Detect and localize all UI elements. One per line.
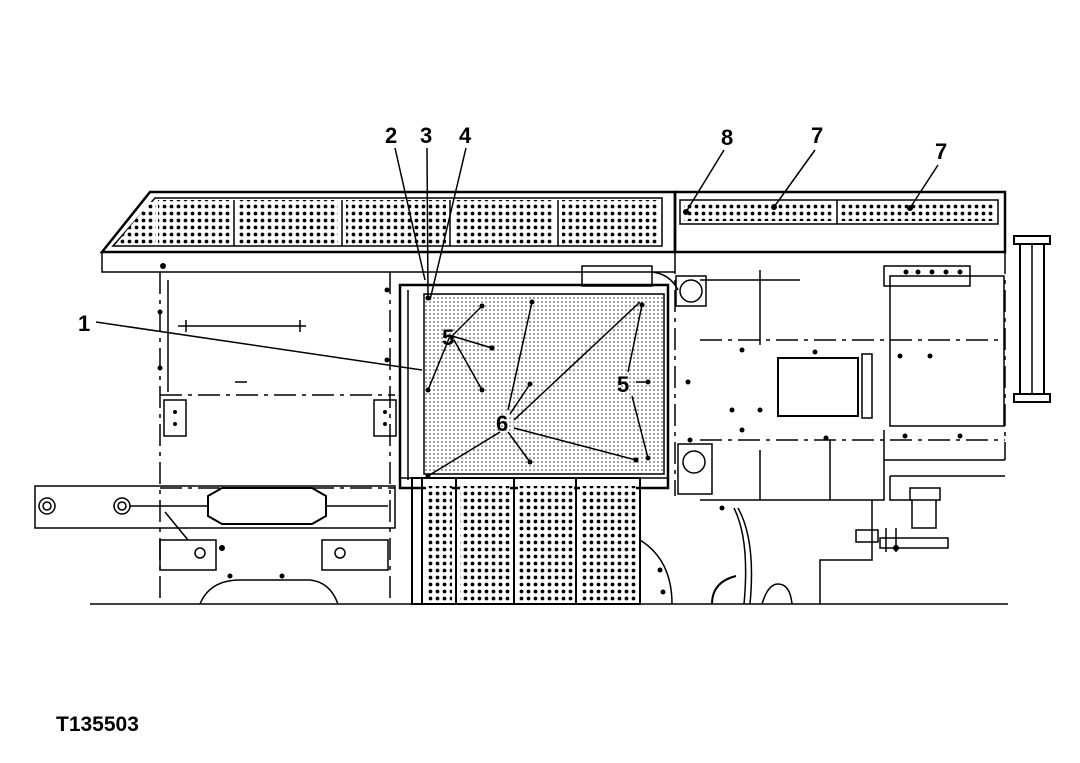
callout-8: 8 bbox=[721, 125, 733, 150]
handrail bbox=[1013, 235, 1051, 403]
callout-2: 2 bbox=[385, 123, 397, 148]
callout-3: 3 bbox=[420, 123, 432, 148]
callout-labels: 1 2 3 4 5 5 6 7 7 8 bbox=[78, 123, 947, 436]
callout-leader-lines bbox=[95, 147, 939, 477]
callout-6: 6 bbox=[496, 411, 508, 436]
left-top-cover-panel bbox=[99, 190, 677, 273]
figure-id: T135503 bbox=[56, 713, 139, 736]
right-compartment-frame bbox=[674, 251, 1006, 529]
lower-right-piping bbox=[711, 500, 949, 605]
callout-7-left: 7 bbox=[811, 123, 823, 148]
left-compartment-frame bbox=[157, 263, 397, 600]
callout-7-right: 7 bbox=[935, 139, 947, 164]
lower-screen-panels bbox=[411, 477, 673, 605]
callout-5-left: 5 bbox=[442, 325, 454, 350]
radiator-core bbox=[398, 265, 679, 490]
leader-endpoints bbox=[425, 204, 913, 479]
right-top-cover-panel bbox=[673, 190, 1007, 254]
left-lower-rail bbox=[34, 485, 396, 605]
callout-5-right: 5 bbox=[617, 372, 629, 397]
callout-1: 1 bbox=[78, 311, 90, 336]
callout-4: 4 bbox=[459, 123, 472, 148]
